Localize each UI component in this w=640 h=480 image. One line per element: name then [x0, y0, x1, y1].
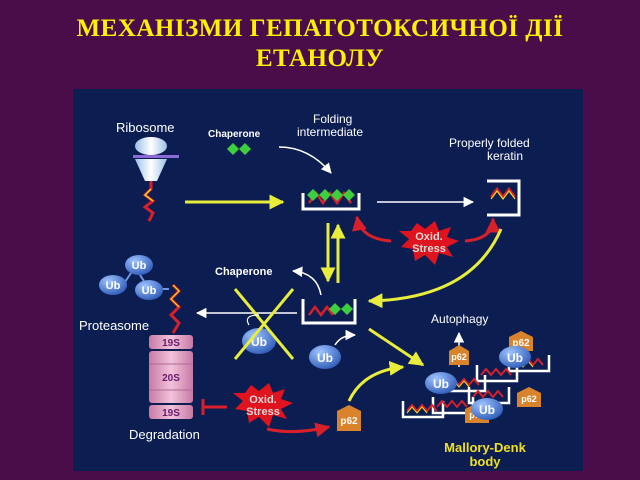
proteasome-19s-top-label: 19S — [162, 338, 180, 349]
aggregate-ub-label-3: Ub — [479, 403, 495, 417]
p62-to-aggregate-arrow — [347, 360, 405, 402]
stress-to-folding-arrow — [352, 215, 392, 243]
aggregate-p62-label-2: p62 — [451, 352, 467, 362]
keratin-folding-diagram: Ribosome Chaperone Folding intermediate … — [73, 89, 583, 471]
stress-to-p62-arrow — [266, 422, 331, 438]
aggregate-ub-1 — [499, 346, 531, 368]
misfolded-to-chaperone-arrow — [291, 266, 322, 296]
crossed-ub: Ub — [233, 288, 295, 360]
misfolded-intermediate — [301, 299, 357, 325]
mallory-denk-aggregate: p62 p62 p62 p62 Ub Ub Ub — [401, 331, 551, 423]
aggregate-p62-4: p62 — [517, 387, 541, 407]
aggregate-ub-2 — [425, 372, 457, 394]
autophagy-label: Autophagy — [431, 312, 488, 326]
proteasome-19s-bottom-label: 19S — [162, 408, 180, 419]
ub-chain-label-3: Ub — [142, 285, 157, 297]
aggregate-ub-label-1: Ub — [507, 351, 523, 365]
stress-to-folded-arrow — [464, 217, 501, 243]
misfolded-to-aggregate-arrow — [368, 327, 425, 367]
mallory-label-2: body — [469, 454, 501, 469]
ub-chain: Ub Ub Ub — [99, 255, 169, 300]
crossed-ub-label: Ub — [251, 335, 267, 349]
oxid-stress-top: Oxid. Stress — [399, 221, 459, 265]
proteasome-20s-label: 20S — [162, 373, 180, 384]
aggregate-p62-label-4: p62 — [521, 394, 537, 404]
ribosome-label: Ribosome — [116, 120, 175, 135]
ub-to-misfolded-arrow — [246, 314, 260, 326]
folding-intermediate — [301, 189, 361, 211]
proteasome-19s-bottom — [149, 405, 193, 419]
folded-label-1: Properly folded — [449, 136, 530, 150]
page-title: МЕХАНІЗМИ ГЕПАТОТОКСИЧНОЇ ДІЇ ЕТАНОЛУ — [0, 14, 640, 74]
ribosome: Ribosome — [116, 120, 179, 222]
ub-chain-label-2: Ub — [106, 280, 121, 292]
ub-bead-mid — [309, 345, 341, 369]
p62-bottom-label: p62 — [340, 416, 358, 427]
folded-label-2: keratin — [487, 149, 523, 163]
oxid-top-label-1: Oxid. — [415, 231, 443, 243]
title-line-1: МЕХАНІЗМИ ГЕПАТОТОКСИЧНОЇ ДІЇ — [76, 15, 564, 42]
oxid-top-label-2: Stress — [412, 243, 446, 255]
aggregate-ub-label-2: Ub — [433, 377, 449, 391]
ub-to-misfolded-right-arrow — [334, 329, 357, 346]
aggregate-p62-label-1: p62 — [512, 338, 530, 349]
ub-mid-label: Ub — [317, 351, 333, 365]
folded-keratin — [487, 179, 521, 217]
folded-to-misfolded-arrow — [367, 228, 503, 309]
proteasome-label: Proteasome — [79, 318, 149, 333]
oxid-bottom-label-1: Oxid. — [249, 394, 277, 406]
p62-bottom: p62 — [337, 405, 361, 431]
chaperone-mid-label: Chaperone — [215, 266, 272, 278]
aggregate-ub-3 — [471, 398, 503, 420]
folding-label-1: Folding — [313, 112, 352, 126]
chaperone-to-folding-arrow — [278, 146, 332, 174]
ub-chain-label-1: Ub — [132, 260, 147, 272]
aggregate-p62-2: p62 — [449, 345, 469, 365]
oxid-stress-bottom: Oxid. Stress — [233, 383, 293, 427]
title-line-2: ЕТАНОЛУ — [255, 45, 385, 72]
proteasome-19s-top — [149, 335, 193, 349]
chaperone-top-label: Chaperone — [208, 129, 261, 140]
folding-label-2: intermediate — [297, 125, 363, 139]
mallory-label-1: Mallory-Denk — [444, 440, 526, 455]
degradation-label: Degradation — [129, 427, 200, 442]
proteasome: 19S 20S 19S — [149, 335, 193, 419]
oxid-bottom-label-2: Stress — [246, 406, 280, 418]
chaperone-diamonds-top — [227, 143, 251, 155]
